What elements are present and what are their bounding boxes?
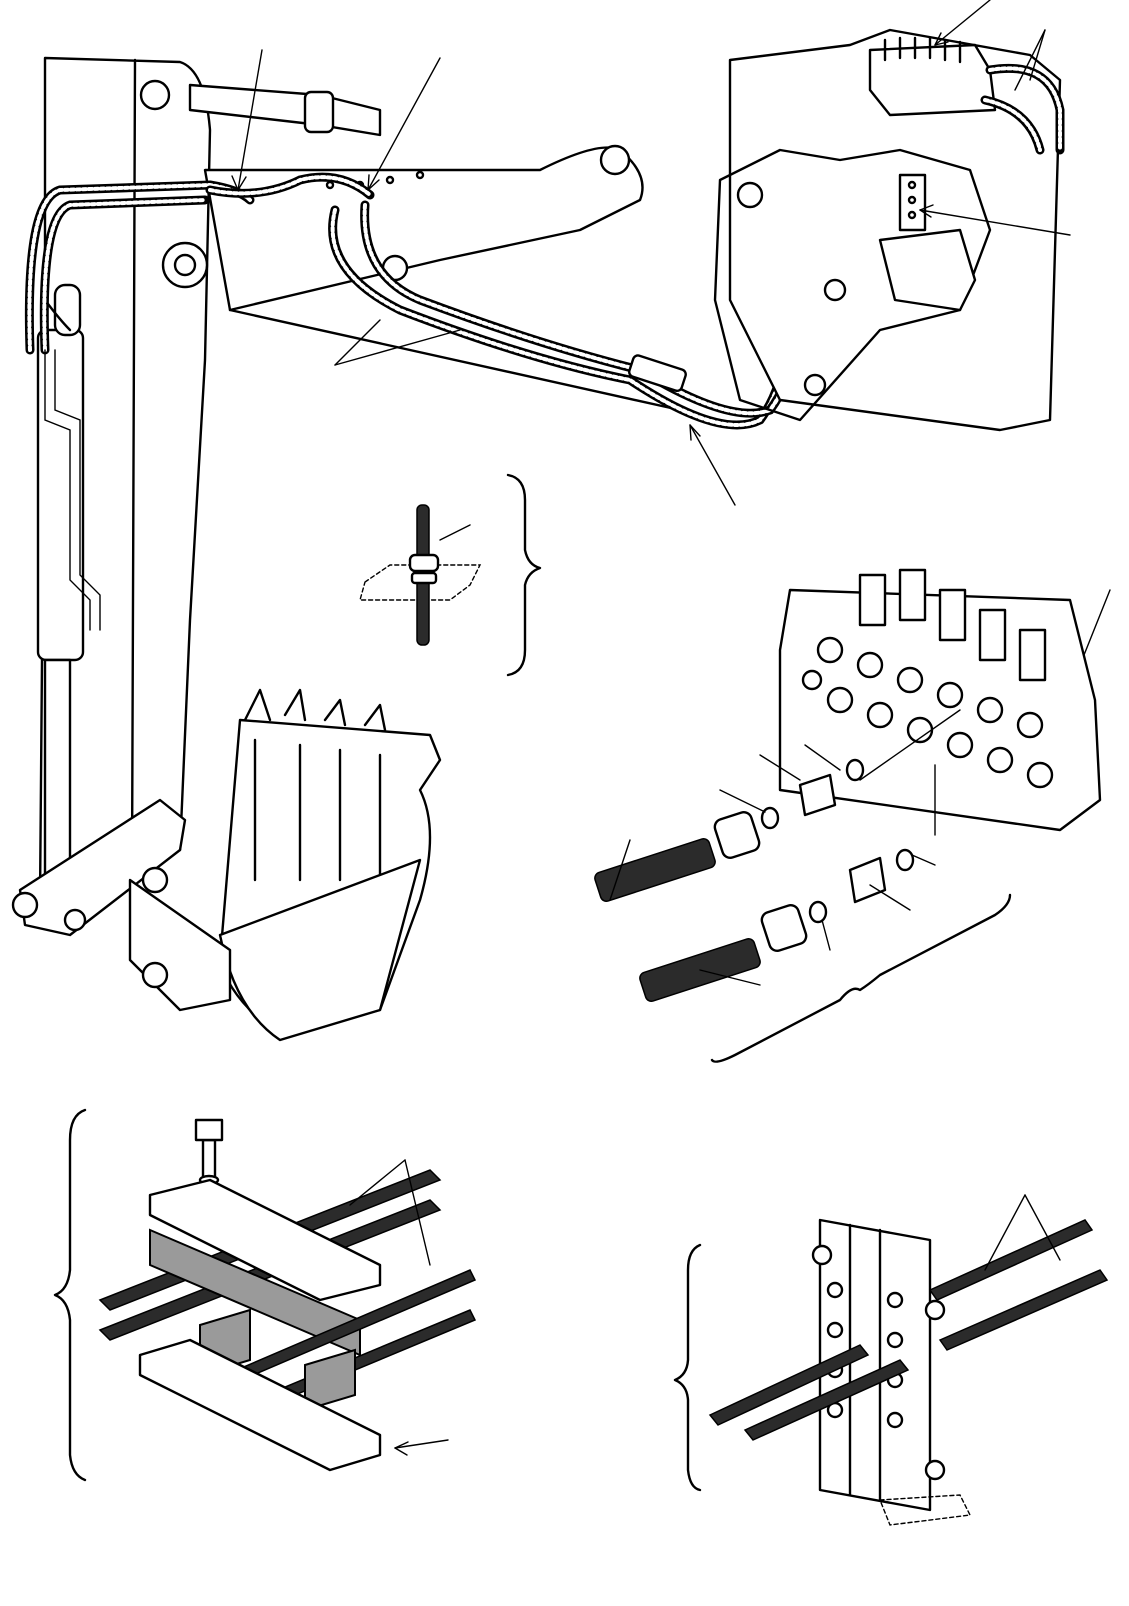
leader-lines bbox=[231, 0, 1111, 691]
excavator-boom-arm bbox=[38, 56, 682, 902]
bucket bbox=[11, 688, 442, 1042]
hose-fittings bbox=[594, 744, 1012, 1063]
hose-clamp-detail bbox=[359, 473, 542, 677]
swing-frame bbox=[713, 28, 1062, 432]
hose-bracket-detail bbox=[53, 1108, 477, 1482]
valve-ports bbox=[801, 636, 1054, 789]
control-valve-small bbox=[868, 36, 1065, 155]
clamp-plate-detail bbox=[673, 1194, 1109, 1526]
bucket-cylinder bbox=[36, 283, 85, 892]
